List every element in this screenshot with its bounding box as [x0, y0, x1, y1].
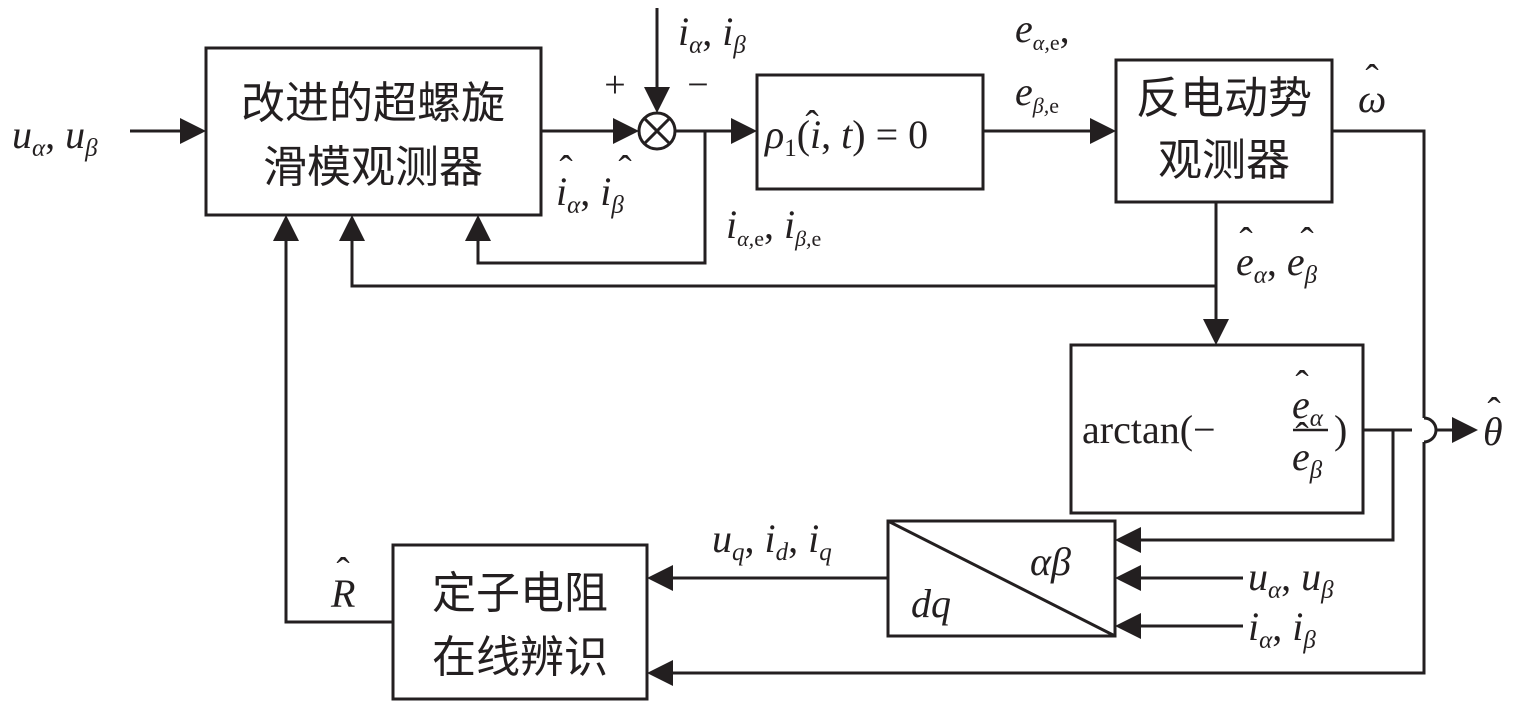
arctan-close-paren: ): [1334, 407, 1347, 452]
res-title-line2: 在线辨识: [432, 632, 608, 683]
svg-text:ˆ: ˆ: [336, 549, 350, 594]
emf-title-line1: 反电动势: [1136, 73, 1312, 124]
svg-text:ˆ: ˆ: [1300, 219, 1314, 264]
signal-labels: uα, uβ iα, iβ iα, iβ ˆ ˆ iα,e, iβ,e eα,e…: [12, 6, 1503, 654]
estimated-emf-label: eα, eβ: [1236, 239, 1318, 289]
svg-text:ˆ: ˆ: [1487, 389, 1501, 434]
svg-text:ˆ: ˆ: [559, 147, 573, 192]
plus-sign: +: [604, 64, 625, 106]
svg-text:ˆ: ˆ: [1295, 414, 1309, 459]
input-voltage-label: uα, uβ: [12, 112, 98, 162]
minus-sign: −: [687, 64, 708, 106]
switching-function-block: ρ1(i, t) = 0 ˆ: [755, 73, 985, 191]
svg-text:ˆ: ˆ: [618, 147, 632, 192]
measured-current-label: iα, iβ: [678, 9, 746, 59]
signal-wires: [130, 8, 1452, 675]
back-emf-observer-block: 反电动势 观测器: [1114, 58, 1334, 204]
svg-text:ˆ: ˆ: [1365, 56, 1379, 101]
smo-title-line1: 改进的超螺旋: [241, 78, 505, 129]
theta-hat-label: θ: [1483, 409, 1503, 454]
dq-output-label: uq, id, iq: [712, 516, 832, 566]
arctan-label: arctan(−: [1082, 407, 1216, 452]
park-input-label: αβ: [1030, 539, 1071, 584]
svg-text:ˆ: ˆ: [1295, 362, 1309, 407]
svg-text:ˆ: ˆ: [1239, 219, 1253, 264]
park-current-label: iα, iβ: [1248, 604, 1316, 654]
resistance-identification-block: 定子电阻 在线辨识: [391, 543, 649, 701]
switching-function-label: ρ1(i, t) = 0: [763, 112, 928, 162]
switching-emf-label-beta: eβ,e: [1015, 69, 1059, 118]
park-transform-block: αβ dq: [886, 519, 1117, 638]
smo-title-line2: 滑模观测器: [263, 142, 483, 193]
arctan-block: arctan(− eα eβ ˆ ˆ ): [1069, 343, 1365, 515]
park-voltage-label: uα, uβ: [1248, 554, 1334, 604]
emf-title-line2: 观测器: [1158, 135, 1290, 186]
current-error-label: iα,e, iβ,e: [726, 202, 821, 251]
summing-junction: + −: [604, 64, 709, 151]
omega-hat-label: ω: [1358, 76, 1386, 121]
park-output-label: dq: [911, 581, 951, 626]
switching-hat-accent: ˆ: [805, 102, 819, 147]
res-title-line1: 定子电阻: [432, 568, 608, 619]
smo-observer-block: 改进的超螺旋 滑模观测器: [204, 46, 543, 217]
arrowheads: [180, 87, 1478, 686]
switching-emf-label-alpha: eα,e,: [1015, 6, 1070, 55]
resistance-hat-label: R: [330, 571, 355, 616]
